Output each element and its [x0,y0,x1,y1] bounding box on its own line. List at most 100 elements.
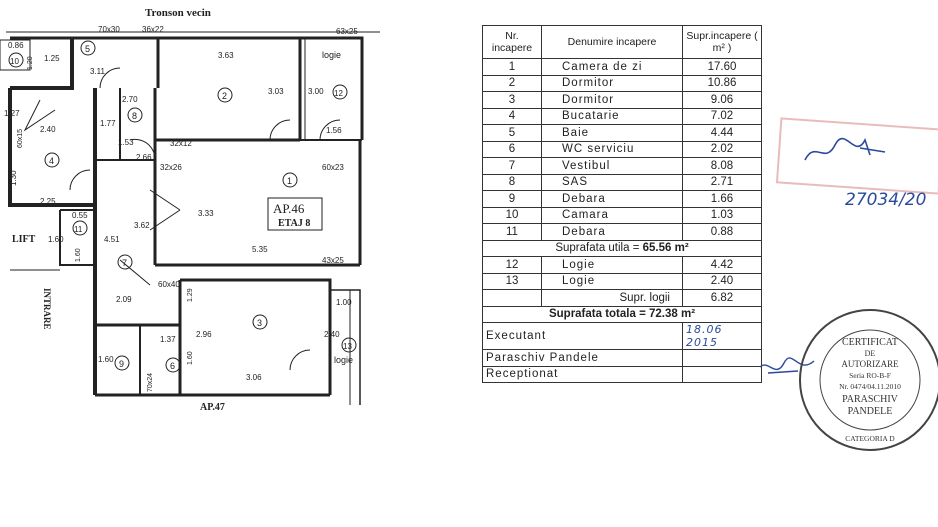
dimension: 60x23 [322,163,344,172]
dimension: 70x24 [147,373,154,392]
bottom-label: AP.47 [200,402,225,413]
dimension: 1.56 [326,126,342,135]
dimension: 1.60 [75,248,82,262]
total-area-row: Suprafata totala = 72.38 m² [482,305,762,323]
logia-label: logie [322,50,341,60]
dimension: 1.00 [336,298,352,307]
stamp-line: Seria RO-B-F [849,371,891,380]
room-number: 1 [287,176,292,186]
dimension: 1.25 [44,54,60,63]
dimension: 60x15 [17,129,24,148]
dimension: 1.53 [118,138,134,147]
dimension: 2.40 [40,125,56,134]
dimension: 2.70 [122,95,138,104]
room-nr: 7 [482,157,542,175]
receptionat-row: Receptionat [482,365,762,383]
executant-row: Executant 18.06 2015 [482,322,762,350]
receptionat-label: Receptionat [482,365,683,383]
room-name: Debara [541,223,683,241]
room-name: Dormitor [541,74,683,92]
logia-area: 2.40 [682,272,762,290]
room-name: Vestibul [541,157,683,175]
room-nr: 8 [482,173,542,191]
room-nr: 4 [482,107,542,125]
logia-total-empty [482,289,542,307]
lift-label: LIFT [12,234,36,245]
stamp-line: CERTIFICAT [842,337,898,348]
room-area: 0.88 [682,223,762,241]
stamp-line: AUTORIZARE [841,359,899,369]
dimension: 60x40 [158,280,180,289]
room-number: 2 [222,91,227,101]
room-number: 12 [334,89,343,98]
dimension: 3.63 [218,51,234,60]
dimension: 1.60 [48,235,64,244]
dimension: 1.30 [9,170,18,186]
room-area: 1.66 [682,190,762,208]
receptionat-empty [682,365,762,383]
dimension: 32x26 [160,163,182,172]
header-nr: Nr. incapere [482,25,542,59]
dimension: 5.35 [252,245,268,254]
room-number: 13 [343,342,352,351]
useful-area-value: 65.56 m² [642,242,689,255]
dimension: 4.51 [104,235,120,244]
signature-mark [804,137,886,161]
useful-area-cell: Suprafata utila = 65.56 m² [482,239,762,257]
floor-plan: Tronson vecin AP.47 LIFT INTRARE AP.46 E… [0,7,380,413]
dimension: 2.66 [136,153,152,162]
room-area: 2.71 [682,173,762,191]
dimension: 1.60 [98,355,114,364]
room-table: Nr. incapere Denumire incapere Supr.inca… [482,25,762,383]
room-number: 8 [132,111,137,121]
room-name: Bucatarie [541,107,683,125]
room-name: Camera de zi [541,58,683,76]
executant-label: Executant [482,322,683,350]
room-nr: 3 [482,91,542,109]
room-number: 10 [10,57,19,66]
dimension: 2.40 [324,330,340,339]
dimension: 3.06 [246,373,262,382]
dimension: 43x25 [322,256,344,265]
room-number: 5 [85,44,90,54]
room-name: WC serviciu [541,140,683,158]
stamp-line: Nr. 0474/04.11.2010 [839,382,901,391]
logia-total-row: Supr. logii 6.82 [482,289,762,307]
stamp-line: PARASCHIV [842,394,899,405]
room-name: Debara [541,190,683,208]
executant-date: 18.06 2015 [682,322,762,350]
dimension: 3.11 [90,67,106,76]
dimension: 63x25 [336,27,358,36]
dimension: 0.55 [72,211,88,220]
stamp-line: PANDELE [848,406,893,417]
dimension: 32x12 [170,139,192,148]
useful-area-label: Suprafata utila = [555,242,640,255]
room-area: 4.44 [682,124,762,142]
dimension: 2.25 [40,197,56,206]
logia-total-value: 6.82 [682,289,762,307]
room-number: 4 [49,156,54,166]
logia-label: logie [334,355,353,365]
dimension: 1.77 [100,119,116,128]
room-nr: 5 [482,124,542,142]
room-number: 3 [257,318,262,328]
logia-area: 4.42 [682,256,762,274]
room-area: 2.02 [682,140,762,158]
dimension: 2.96 [196,330,212,339]
header-name: Denumire incapere [541,25,683,59]
dimension: 1.20 [27,56,34,70]
room-nr: 1 [482,58,542,76]
room-area: 7.02 [682,107,762,125]
room-number: 11 [74,225,83,234]
room-nr: 11 [482,223,542,241]
dimension: 3.33 [198,209,214,218]
room-area: 8.08 [682,157,762,175]
